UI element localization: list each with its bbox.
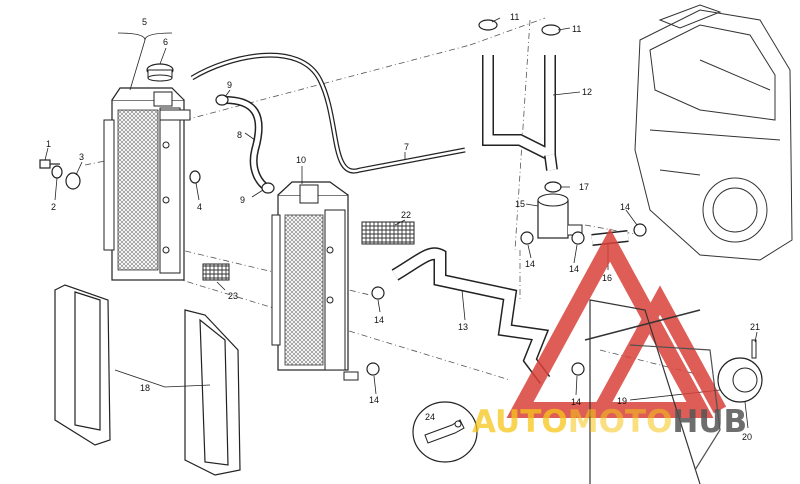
callout-11-left: 11 [510,12,519,22]
callout-10: 10 [296,155,306,165]
callout-3: 3 [79,152,84,162]
thermostat-housing [537,193,583,239]
callout-2: 2 [51,202,56,212]
radiator-guards [54,284,241,476]
callout-9-upper: 9 [227,80,232,90]
lower-hose [391,247,551,384]
callout-15: 15 [515,199,525,209]
callout-14-d: 14 [569,264,579,274]
callout-12: 12 [582,87,592,97]
callout-13: 13 [458,322,468,332]
callout-14-a: 14 [374,315,384,325]
watermark-text: AUTOMOTOHUB [472,404,747,440]
watermark-auto: AUTO [472,404,568,440]
callout-labels: 1 2 3 4 5 6 7 8 9 9 10 11 11 12 13 14 14… [46,12,760,442]
detail-bracket [412,401,478,463]
callout-1: 1 [46,139,51,149]
engine-block [634,4,793,261]
left-radiator [103,87,191,281]
callout-17: 17 [579,182,589,192]
callout-11-right: 11 [572,24,581,34]
overflow-tube [190,52,466,174]
callout-22: 22 [401,210,411,220]
callout-14-f: 14 [571,397,581,407]
callout-9-lower: 9 [240,195,245,205]
callout-14-b: 14 [369,395,379,405]
callout-20: 20 [742,432,752,442]
callout-21: 21 [750,322,760,332]
callout-6: 6 [163,37,168,47]
mounting-bolts [39,159,201,190]
assembly-dash-lines [84,17,701,381]
callout-16: 16 [602,273,612,283]
foam-pads [202,221,415,281]
callout-8: 8 [237,130,242,140]
watermark-hub: HUB [672,404,747,440]
callout-14-c: 14 [525,259,535,269]
small-hose [224,96,270,192]
callout-18: 18 [140,383,150,393]
callout-24: 24 [425,412,435,422]
watermark-moto: MOTO [568,404,673,440]
callout-23: 23 [228,291,238,301]
radiator-cap [146,63,174,82]
callout-4: 4 [197,202,202,212]
callout-19: 19 [617,396,627,406]
callout-7: 7 [404,142,409,152]
watermark-logo-icon [506,228,727,484]
right-radiator [271,181,359,381]
callout-14-e: 14 [620,202,630,212]
water-pump [717,339,763,403]
callout-5: 5 [142,17,147,27]
y-hose-upper [482,55,558,171]
